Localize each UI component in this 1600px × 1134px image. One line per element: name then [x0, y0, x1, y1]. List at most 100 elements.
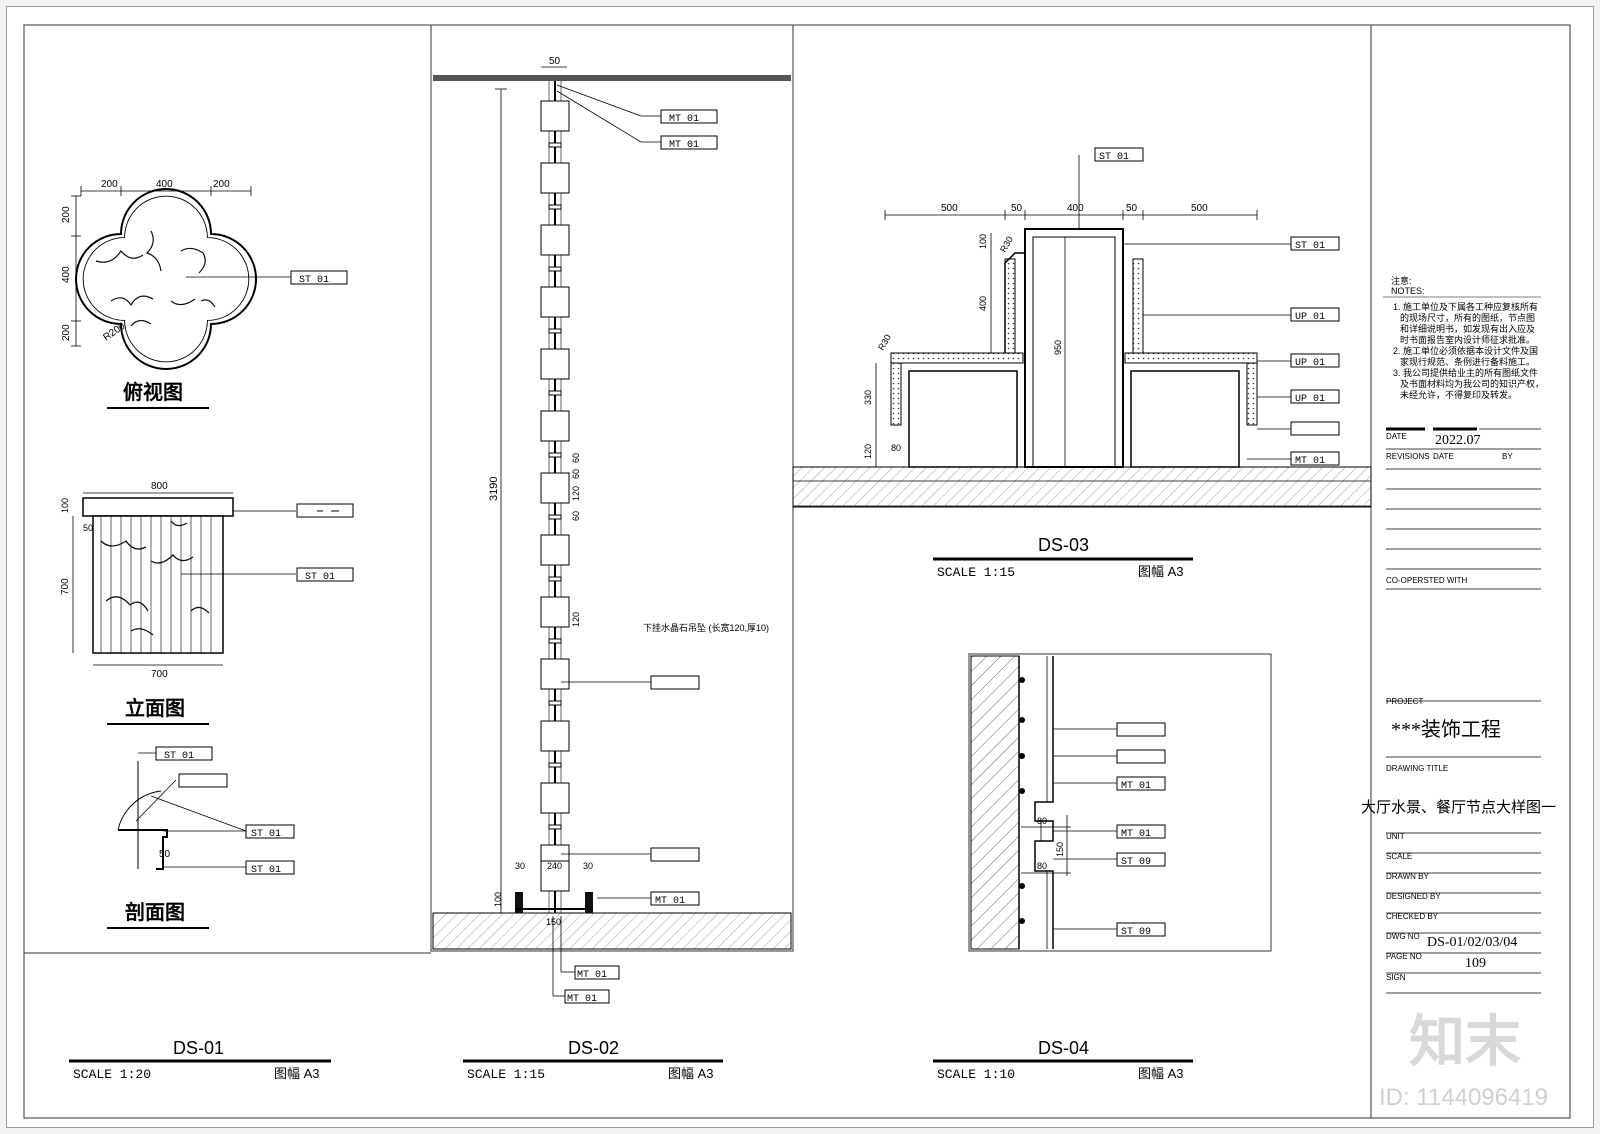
- drawing-sheet: 200 400 200 200 400 200 R200 ST 01 俯视图: [6, 6, 1594, 1128]
- ds02-dim: 60: [571, 469, 581, 479]
- svg-text:100: 100: [978, 234, 988, 249]
- note-line: 1. 施工单位及下属各工种应复核所有: [1393, 301, 1538, 312]
- ds02-dim: 120: [571, 612, 581, 627]
- ds04-scale: SCALE 1:10: [937, 1067, 1015, 1082]
- svg-text:ST 09: ST 09: [1121, 927, 1151, 938]
- watermark-id: ID: 1144096419: [1379, 1084, 1548, 1111]
- tag-up01: UP 01: [1290, 353, 1340, 369]
- crystal-pendant: [540, 534, 570, 566]
- ds02-dim: 30: [515, 861, 525, 871]
- svg-text:400: 400: [978, 296, 988, 311]
- ds02-section: 50 3190 60 60 120 60 120 30 240 30 100 1…: [432, 56, 792, 1005]
- crystal-pendant: [540, 100, 570, 132]
- crystal-pendant: [540, 162, 570, 194]
- notes-heading-cn: 注意:: [1391, 275, 1412, 286]
- ds04-section: 80 150 80 MT 01 MT 01 ST 09 ST 09: [970, 655, 1166, 950]
- tag-mt01: MT 01: [1290, 451, 1340, 467]
- dwg-no-value: DS-01/02/03/04: [1427, 935, 1517, 950]
- ds01-section-view: ST 01 ST 01 ST 01 50 剖面图: [107, 746, 295, 929]
- tag-st01: ST 01: [245, 824, 295, 840]
- ds04-code: DS-04: [1038, 1038, 1089, 1058]
- tag-up01: UP 01: [1290, 389, 1340, 405]
- crystal-pendant: [540, 410, 570, 442]
- note-line: 时书面报告室内设计师征求批准。: [1400, 334, 1535, 345]
- section-title: 剖面图: [125, 900, 185, 924]
- tag-st01: ST 01: [245, 860, 295, 876]
- page-no-value: 109: [1465, 956, 1486, 971]
- notes-list: 1. 施工单位及下属各工种应复核所有 的现场尺寸，所有的图纸，节点图 和详细说明…: [1393, 301, 1544, 400]
- cooperated-label: CO-OPERSTED WITH: [1386, 576, 1468, 585]
- note-line: 家现行规范、条例进行备料施工。: [1400, 356, 1535, 367]
- crystal-pendant: [540, 472, 570, 504]
- crystal-pendant: [540, 720, 570, 752]
- svg-text:UP 01: UP 01: [1295, 394, 1325, 405]
- tag-st09: ST 09: [1116, 852, 1166, 868]
- sheet-frame: [23, 24, 1571, 1119]
- svg-text:MT 01: MT 01: [655, 896, 685, 907]
- svg-text:MT 01: MT 01: [1295, 456, 1325, 467]
- crystal-pendant: [540, 286, 570, 318]
- ds01-sheet-size: 图幅 A3: [274, 1066, 320, 1081]
- elev-dim-cap: 100: [60, 498, 70, 513]
- chain-link: [548, 266, 562, 272]
- tag-st01: ST 01: [1094, 147, 1144, 163]
- ds04-label: DS-04 SCALE 1:10 图幅 A3: [933, 1038, 1193, 1082]
- tag-mt01: MT 01: [650, 891, 700, 907]
- tag-mt01: MT 01: [1116, 776, 1166, 792]
- ds03-code: DS-03: [1038, 535, 1089, 555]
- svg-text:120: 120: [863, 444, 873, 459]
- svg-text:ST 01: ST 01: [164, 751, 194, 762]
- svg-text:MT 01: MT 01: [669, 114, 699, 125]
- svg-text:ST 01: ST 01: [1099, 152, 1129, 163]
- ds02-dim: 120: [571, 486, 581, 501]
- plan-dim-6: 200: [61, 324, 72, 341]
- chain-link: [548, 328, 562, 334]
- crystal-pendant: [540, 860, 570, 892]
- plan-dim-2: 400: [156, 179, 173, 190]
- svg-text:500: 500: [1191, 203, 1208, 214]
- svg-text:MT 01: MT 01: [669, 140, 699, 151]
- plan-dim-4: 200: [61, 206, 72, 223]
- crystal-pendant: [540, 224, 570, 256]
- date-label: DATE: [1386, 432, 1407, 441]
- svg-text:MT 01: MT 01: [1121, 829, 1151, 840]
- tag-mt01: MT 01: [574, 965, 620, 981]
- tag-st01: ST 01: [296, 567, 354, 583]
- ds04-dim: 80: [1037, 861, 1047, 871]
- note-line: 3. 我公司提供给业主的所有图纸文件: [1393, 367, 1538, 378]
- tag-up01: UP 01: [1290, 307, 1340, 323]
- ds04-dim: 80: [1037, 816, 1047, 826]
- ds02-dim-top: 50: [549, 56, 561, 67]
- watermark: 知末 ID: 1144096419: [1379, 1010, 1548, 1111]
- revisions-label: REVISIONS: [1386, 452, 1430, 461]
- page-no-label: PAGE NO: [1386, 952, 1422, 961]
- ds02-sheet-size: 图幅 A3: [668, 1066, 714, 1081]
- note-line: 未经允许，不得复印及转发。: [1400, 389, 1517, 400]
- tag-st09: ST 09: [1116, 922, 1166, 938]
- section-dim: 50: [159, 849, 171, 860]
- ds02-note: 下挂水晶石吊坠 (长宽120,厚10): [643, 622, 769, 633]
- chain-link: [548, 390, 562, 396]
- tag-mt01: MT 01: [660, 109, 718, 125]
- crystal-pendant: [540, 658, 570, 690]
- svg-text:ST 01: ST 01: [1295, 241, 1325, 252]
- plan-title: 俯视图: [123, 380, 183, 404]
- ds01-scale: SCALE 1:20: [73, 1067, 151, 1082]
- svg-text:950: 950: [1053, 340, 1063, 355]
- svg-text:ST 01: ST 01: [251, 829, 281, 840]
- tag-mt01: MT 01: [1116, 824, 1166, 840]
- svg-text:ST 01: ST 01: [305, 572, 335, 583]
- svg-text:MT 01: MT 01: [1121, 781, 1151, 792]
- svg-text:MT 01: MT 01: [567, 994, 597, 1005]
- chain-link: [548, 700, 562, 706]
- svg-text:330: 330: [863, 390, 873, 405]
- svg-text:50: 50: [1126, 203, 1138, 214]
- elev-dim-inset: 50: [83, 523, 93, 533]
- ds01-code: DS-01: [173, 1038, 224, 1058]
- ds04-dim: 150: [1055, 842, 1065, 857]
- watermark-logo: 知末: [1409, 1010, 1521, 1073]
- svg-text:MT 01: MT 01: [577, 970, 607, 981]
- designed-by-label: DESIGNED BY: [1386, 892, 1441, 901]
- svg-text:UP 01: UP 01: [1295, 358, 1325, 369]
- ds02-dim-height: 3190: [488, 477, 500, 501]
